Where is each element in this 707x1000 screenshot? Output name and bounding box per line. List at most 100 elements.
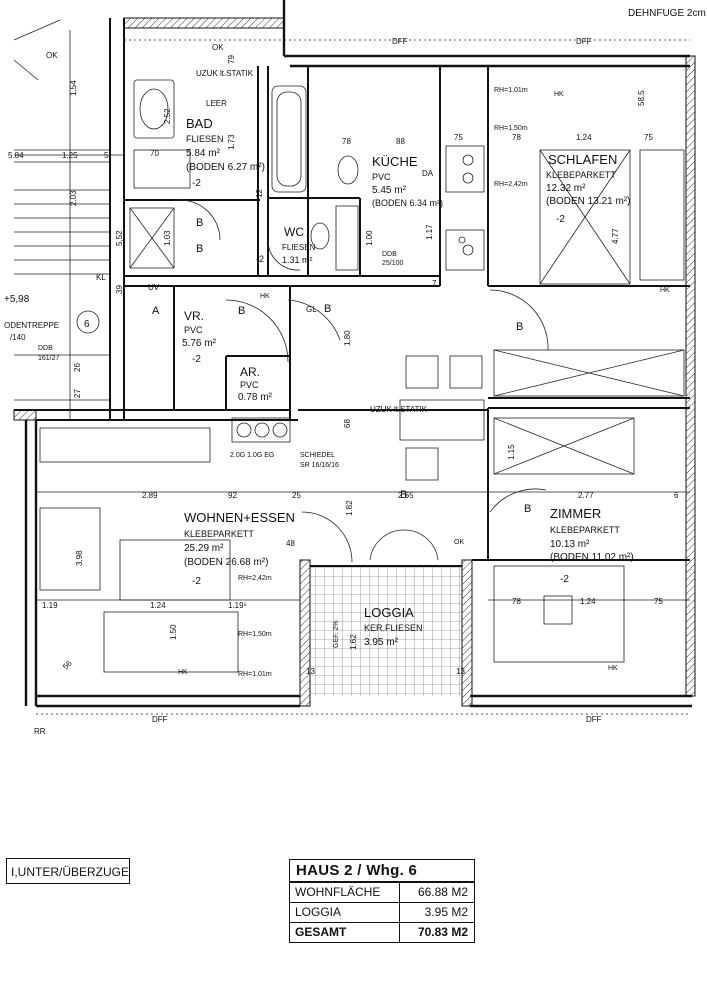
summary-value: 66.88 M2 [417, 885, 468, 899]
dim-117: 1.17 [425, 224, 434, 240]
room-boden-wohnen: (BODEN 26.68 m²) [184, 557, 268, 568]
label-hk-1: HK [260, 293, 270, 300]
label-dff-1: DFF [392, 37, 408, 46]
label-shaft: SCHIEDEL [300, 452, 335, 459]
room-tag-schlafen: -2 [556, 214, 565, 225]
room-area-wc: 1.31 m² [282, 255, 313, 265]
label-shaft-dim: SR 16/16/16 [300, 462, 339, 469]
dim-150: 1.50 [169, 624, 178, 640]
label-hk-2: HK [554, 91, 564, 98]
legend-text: I,UNTER/ÜBERZUGE [11, 865, 130, 879]
dim-27: 27 [73, 389, 82, 398]
bed-zimmer [493, 417, 635, 475]
dim-13-right: 13 [456, 667, 465, 676]
dim-48: 48 [286, 539, 295, 548]
room-tag-vr: -2 [192, 354, 201, 365]
dim-25: 25 [292, 491, 301, 500]
dim-68: 68 [343, 419, 352, 428]
label-dk: OK [454, 539, 464, 546]
room-name-wc: WC [284, 225, 304, 239]
dim-289: 2.89 [142, 491, 158, 500]
room-boden-schlafen: (BODEN 13.21 m²) [546, 196, 630, 207]
dim-162: 1.62 [349, 634, 358, 650]
dim-154: 1.54 [69, 80, 78, 96]
room-name-wohnen: WOHNEN+ESSEN [184, 510, 295, 525]
chair-3 [405, 447, 439, 481]
wardrobe-schlafen [493, 349, 685, 397]
label-ok-2: OK [212, 43, 224, 52]
legend-box: I,UNTER/ÜBERZUGE [6, 858, 130, 884]
label-stair-dim: /140 [10, 333, 26, 342]
room-name-ar: AR. [240, 365, 260, 379]
label-hk-5: HK [608, 665, 618, 672]
wall-loggia-right [461, 559, 473, 707]
wall-loggia-left [299, 559, 311, 707]
label-b-2: B [196, 217, 203, 229]
label-uzuk-1: UZUK lt.STATIK [196, 69, 254, 78]
summary-total-label: GESAMT [290, 923, 400, 942]
dim-265: 2.65 [398, 491, 414, 500]
room-floor-bad: FLIESEN [186, 134, 224, 144]
dim-75-bed: 75 [644, 133, 653, 142]
label-rh1-top: RH=1,01m [494, 87, 528, 94]
dining-table [399, 399, 485, 441]
dim-26: 26 [73, 363, 82, 372]
room-floor-schlafen: KLEBEPARKETT [546, 170, 616, 180]
room-floor-loggia: KER.FLIESEN [364, 623, 423, 633]
label-hk-4: HK [178, 669, 188, 676]
dim-398: 3.98 [75, 550, 84, 566]
room-name-vr: VR. [184, 309, 204, 323]
room-name-schlafen: SCHLAFEN [548, 152, 617, 167]
staircase [13, 19, 110, 401]
label-level: +5,98 [4, 294, 30, 305]
room-tag-bad: -2 [192, 178, 201, 189]
appliance-2-icon [254, 422, 270, 438]
room-boden-kueche: (BODEN 6.34 m²) [372, 198, 443, 208]
room-tag-wohnen: -2 [192, 576, 201, 587]
label-ddb-wc-dim: 25/100 [382, 260, 404, 267]
room-name-loggia: LOGGIA [364, 605, 414, 620]
dim-70: 70 [150, 149, 159, 158]
wall-living-top-left [13, 409, 37, 421]
dim-78-zimmer: 78 [512, 597, 521, 606]
kitchen-sink-icon [337, 155, 359, 185]
label-ddb-left-dim: 161/27 [38, 355, 60, 362]
summary-label: WOHNFLÄCHE [290, 883, 400, 902]
label-dff-4: DFF [586, 715, 602, 724]
dim-203: 2.03 [69, 190, 78, 206]
tv-unit [103, 611, 239, 673]
dim-585: 58.5 [637, 90, 646, 106]
room-tag-wc: -2 [256, 254, 264, 264]
loggia-tiles [310, 566, 462, 696]
label-rr: RR [34, 727, 46, 736]
label-b-7: B [400, 489, 407, 501]
label-appliances: 2.0G 1.0G EG [230, 452, 274, 459]
label-b-3: B [196, 243, 203, 255]
chair-2 [449, 355, 483, 389]
room-floor-wohnen: KLEBEPARKETT [184, 529, 254, 539]
room-name-kueche: KÜCHE [372, 154, 418, 169]
dim-12: 12 [255, 189, 264, 198]
dim-75-zimmer: 75 [654, 597, 663, 606]
label-gef: GEF. 2% [333, 620, 340, 648]
walls [13, 0, 696, 708]
dim-7: 7 [432, 279, 437, 288]
summary-row: LOGGIA 3.95 M2 [290, 902, 474, 922]
label-rh3-living: RH=2,42m [238, 575, 272, 582]
dim-277: 2.77 [578, 491, 594, 500]
label-stair: ODENTREPPE [4, 321, 59, 330]
label-hk-3: HK [660, 287, 670, 294]
label-ddb-wc: DDB [382, 251, 397, 258]
label-b-5: B [516, 321, 523, 333]
dim-92: 92 [228, 491, 237, 500]
room-floor-ar: PVC [240, 380, 259, 390]
unit-marker-number: 6 [84, 319, 90, 330]
label-da: DA [422, 169, 434, 178]
dim-477: 4.77 [611, 228, 620, 244]
summary-row: WOHNFLÄCHE 66.88 M2 [290, 882, 474, 902]
room-floor-wc: FLIESEN [282, 243, 316, 252]
room-area-schlafen: 12.32 m² [546, 183, 586, 194]
bathtub-icon [271, 85, 307, 193]
dim-180: 1.80 [343, 330, 352, 346]
dim-6: 6 [674, 491, 679, 500]
